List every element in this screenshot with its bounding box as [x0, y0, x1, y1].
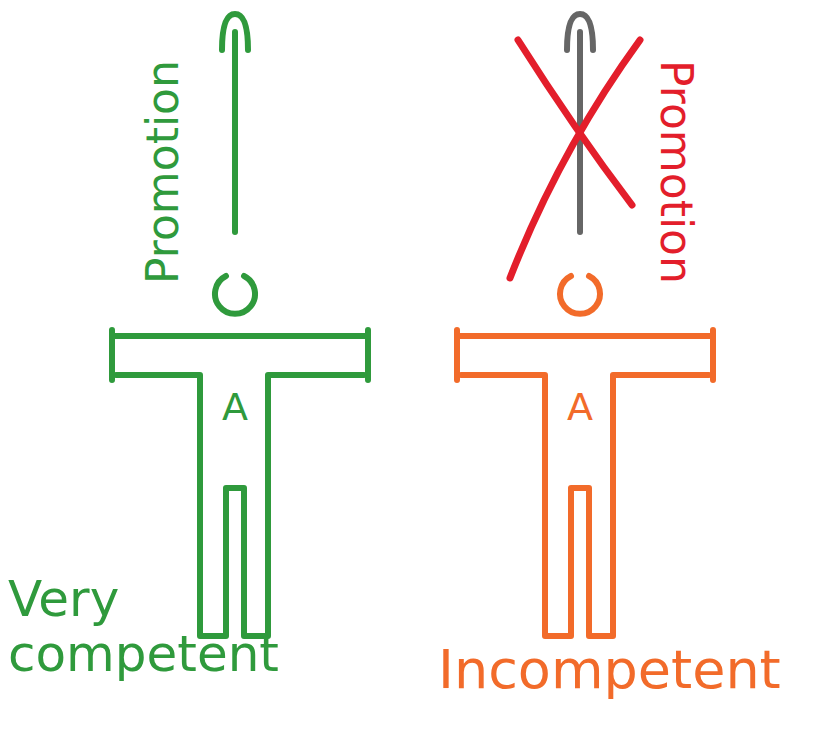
- blocked-arrow-head: [567, 14, 593, 50]
- head: [215, 276, 255, 314]
- body-outline: [461, 375, 709, 636]
- promotion-label: Promotion: [139, 60, 187, 284]
- arms-top: [457, 333, 713, 339]
- arms-top: [112, 333, 368, 339]
- promotion-arrow-shaft: [232, 32, 238, 232]
- incompetent-figure: [457, 276, 713, 636]
- figure-letter: A: [222, 387, 248, 429]
- head: [560, 276, 600, 314]
- figure-letter: A: [567, 387, 593, 429]
- cross-stroke: [518, 40, 632, 205]
- promotion-label: Promotion: [652, 60, 700, 284]
- cross-stroke: [510, 40, 640, 278]
- competent-figure: [112, 14, 368, 636]
- competence-label: Incompetent: [438, 640, 818, 699]
- promotion-arrow-head: [222, 14, 248, 50]
- competence-label: Very competent: [8, 572, 338, 682]
- body-outline: [116, 375, 364, 636]
- red-cross: [510, 40, 640, 278]
